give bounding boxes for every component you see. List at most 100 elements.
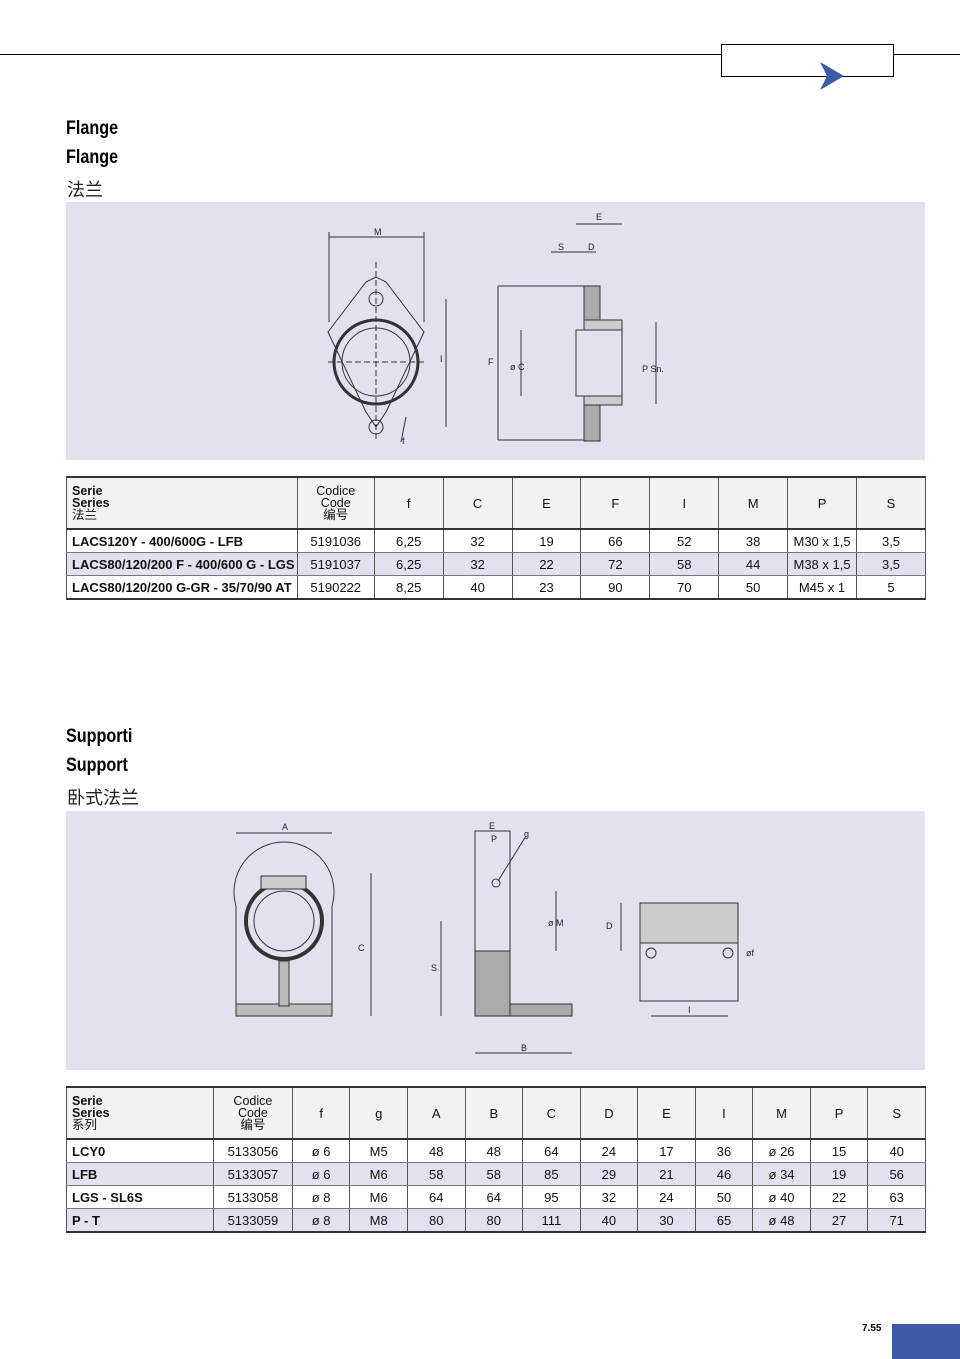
cell-value: ø 48 (752, 1208, 811, 1233)
cell-value: 32 (442, 529, 513, 553)
cell-value: 27 (809, 1208, 869, 1233)
cell-value: 44 (718, 552, 789, 576)
page-tab-marker (892, 1324, 960, 1359)
dim-label-E: E (596, 212, 602, 222)
cell-value: 30 (637, 1208, 696, 1233)
cell-value: 38 (718, 529, 789, 553)
cell-code: 5191037 (296, 552, 375, 576)
header-col: P (787, 476, 858, 530)
cell-value: M6 (349, 1185, 408, 1209)
flange-title-zh: 法兰 (67, 180, 103, 200)
cell-value: 3,5 (856, 552, 926, 576)
header-box (721, 44, 894, 77)
header-col: S (856, 476, 926, 530)
flange-drawing: M I f E S D F ø C P Sn. (327, 212, 664, 446)
header-col: I (694, 1086, 754, 1140)
cell-value: 19 (511, 529, 582, 553)
dim-label-D: D (606, 921, 613, 931)
cell-value: ø 8 (291, 1185, 351, 1209)
flange-drawing-panel: M I f E S D F ø C P Sn. (66, 202, 925, 460)
dim-label-S: S (558, 242, 564, 252)
cell-code: 5133059 (212, 1208, 293, 1233)
cell-value: 50 (694, 1185, 754, 1209)
cell-code: 5191036 (296, 529, 375, 553)
cell-code: 5133056 (212, 1139, 293, 1163)
cell-value: 36 (694, 1139, 754, 1163)
cell-value: 58 (649, 552, 720, 576)
cell-value: 22 (511, 552, 582, 576)
header-rule (0, 54, 960, 55)
cell-value: 85 (522, 1162, 581, 1186)
cell-value: 21 (637, 1162, 696, 1186)
cell-value: 6,25 (373, 552, 444, 576)
header-col: M (752, 1086, 811, 1140)
cell-code: 5133058 (212, 1185, 293, 1209)
dim-label-M: M (374, 227, 382, 237)
cell-serie: LGS - SL6S (66, 1185, 214, 1209)
dim-label-g: g (524, 829, 529, 839)
cell-value: 64 (522, 1139, 581, 1163)
cell-value: ø 8 (291, 1208, 351, 1233)
cell-value: 40 (442, 575, 513, 600)
dim-label-f: f (402, 436, 405, 446)
support-title-zh: 卧式法兰 (67, 788, 139, 808)
support-drawing-panel: A C E P g ø M S B D øf I (66, 811, 925, 1070)
cell-serie: LACS80/120/200 F - 400/600 G - LGS (66, 552, 298, 576)
cell-value: 32 (442, 552, 513, 576)
cell-value: 40 (579, 1208, 639, 1233)
cell-value: 32 (579, 1185, 639, 1209)
cell-serie: LFB (66, 1162, 214, 1186)
cell-value: M38 x 1,5 (787, 552, 858, 576)
dim-label-I: I (440, 354, 443, 364)
cell-value: 24 (579, 1139, 639, 1163)
dim-label-E: E (489, 821, 495, 831)
header-col: I (649, 476, 720, 530)
cell-value: 5 (856, 575, 926, 600)
cell-value: 23 (511, 575, 582, 600)
cell-value: 95 (522, 1185, 581, 1209)
header-col: C (522, 1086, 581, 1140)
cell-value: 46 (694, 1162, 754, 1186)
cell-value: 15 (809, 1139, 869, 1163)
header-col: g (349, 1086, 408, 1140)
dim-label-F: F (488, 357, 494, 367)
cell-value: 80 (406, 1208, 466, 1233)
cell-value: 80 (464, 1208, 524, 1233)
cell-value: 6,25 (373, 529, 444, 553)
cell-value: 3,5 (856, 529, 926, 553)
cell-value: 63 (867, 1185, 926, 1209)
dim-label-P: P (491, 834, 497, 844)
header-col: A (406, 1086, 466, 1140)
header-col: S (867, 1086, 926, 1140)
cell-value: 22 (809, 1185, 869, 1209)
flange-title-en: Flange (66, 147, 119, 168)
cell-serie: LCY0 (66, 1139, 214, 1163)
header-col: D (579, 1086, 639, 1140)
dim-label-P: P Sn. (642, 364, 664, 374)
cell-value: 65 (694, 1208, 754, 1233)
header-col: f (373, 476, 444, 530)
cell-serie: P - T (66, 1208, 214, 1233)
cell-serie: LACS80/120/200 G-GR - 35/70/90 AT (66, 575, 298, 600)
support-title-en: Support (66, 755, 128, 776)
dim-label-D: D (588, 242, 595, 252)
header-col: M (718, 476, 789, 530)
cell-serie: LACS120Y - 400/600G - LFB (66, 529, 298, 553)
dim-label-C: C (358, 943, 365, 953)
cell-code: 5133057 (212, 1162, 293, 1186)
dim-label-C: ø C (510, 362, 525, 372)
support-title-it: Supporti (66, 726, 133, 747)
cell-value: M8 (349, 1208, 408, 1233)
cell-value: 56 (867, 1162, 926, 1186)
dim-label-B: B (521, 1043, 527, 1053)
